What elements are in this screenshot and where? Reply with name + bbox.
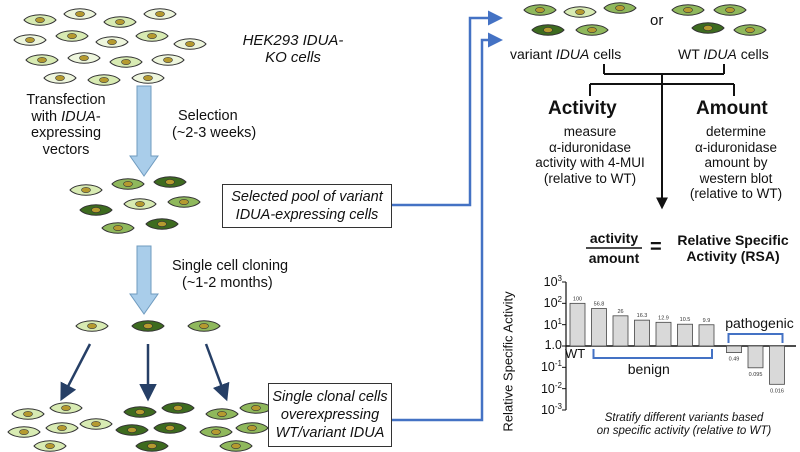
or-label: or xyxy=(650,12,664,29)
chart-y-tick-label: 103 xyxy=(543,274,562,290)
chart-bar xyxy=(569,302,586,347)
chart-data-label: 56.8 xyxy=(594,302,605,308)
chart-bar xyxy=(769,345,785,385)
chart-bar xyxy=(698,324,715,347)
chart-y-axis-label: Relative Specific Activity xyxy=(500,291,516,432)
clone-arrows xyxy=(60,343,230,402)
chart-data-label: 0.016 xyxy=(770,388,784,394)
tree-connector xyxy=(589,64,735,210)
chart-pathogenic-bracket xyxy=(727,333,784,343)
connector-pool-to-variant xyxy=(392,10,503,207)
chart-data-label: 9.9 xyxy=(703,318,711,324)
selection-arrow xyxy=(129,85,159,177)
rsa-chart: 100 56.8 26 16.3 12.9 10.5 9.9 0.49 0.095 0.016 WT… xyxy=(562,281,796,411)
cloning-arrow xyxy=(129,245,159,315)
chart-data-label: 10.5 xyxy=(680,317,691,323)
chart-pathogenic-label: pathogenic xyxy=(725,315,794,331)
chart-data-label: 16.3 xyxy=(637,313,648,319)
ko-cells-label: HEK293 IDUA-KO cells xyxy=(242,32,344,67)
chart-bar xyxy=(634,319,650,347)
selected-pool-cluster xyxy=(69,176,201,234)
chart-bar xyxy=(655,321,672,347)
chart-bar xyxy=(747,345,764,369)
amount-description: determine α-iduronidase amount by wester… xyxy=(689,124,783,202)
chart-y-axis-label-wrap: Relative Specific Activity xyxy=(495,278,516,446)
chart-y-tick-label: 10-1 xyxy=(540,359,562,375)
wt-idua-cells-label: WT IDUA cells xyxy=(678,46,769,62)
chart-y-tick-label: 10-2 xyxy=(540,380,562,396)
chart-y-tick-label: 102 xyxy=(543,295,562,311)
clonal-colony-mid xyxy=(199,402,273,452)
chart-y-tick-label: 101 xyxy=(543,316,562,332)
cloning-label: Single cell cloning (~1-2 months) xyxy=(172,258,289,291)
chart-benign-label: benign xyxy=(628,361,670,377)
formula-numerator: activity xyxy=(589,230,639,246)
chart-bar xyxy=(726,345,742,354)
formula-denominator: amount xyxy=(588,250,640,266)
clonal-colony-dark xyxy=(115,402,195,452)
wt-cells-icon xyxy=(671,4,767,36)
chart-data-label: 12.9 xyxy=(658,315,669,321)
chart-bar xyxy=(591,308,607,347)
selection-label: Selection (~2-3 weeks) xyxy=(172,108,257,141)
chart-data-label: 0.095 xyxy=(749,372,763,378)
single-cells-row xyxy=(75,320,221,332)
connector-clonal-to-variant xyxy=(392,32,503,422)
chart-wt-label: WT xyxy=(565,346,585,361)
chart-data-label: 100 xyxy=(573,296,582,302)
amount-title: Amount xyxy=(696,98,768,119)
variant-idua-cells-label: variant IDUA cells xyxy=(510,46,622,62)
chart-y-tick-label: 1.0 xyxy=(544,338,562,352)
activity-description: measure α-iduronidase activity with 4-MU… xyxy=(535,124,645,186)
chart-y-tick-label: 10-3 xyxy=(540,402,562,418)
ko-cell-cluster xyxy=(13,8,207,86)
activity-title: Activity xyxy=(548,98,617,119)
chart-data-label: 0.49 xyxy=(729,357,740,363)
chart-benign-bracket xyxy=(592,349,713,359)
clonal-colony-light xyxy=(7,402,113,452)
chart-data-label: 26 xyxy=(617,309,623,315)
chart-bar xyxy=(677,323,693,347)
transfection-label: Transfection with IDUA- expressing vecto… xyxy=(26,92,106,159)
chart-bar xyxy=(612,315,629,347)
formula-equals: = xyxy=(650,236,662,258)
variant-cells-icon xyxy=(523,2,637,36)
